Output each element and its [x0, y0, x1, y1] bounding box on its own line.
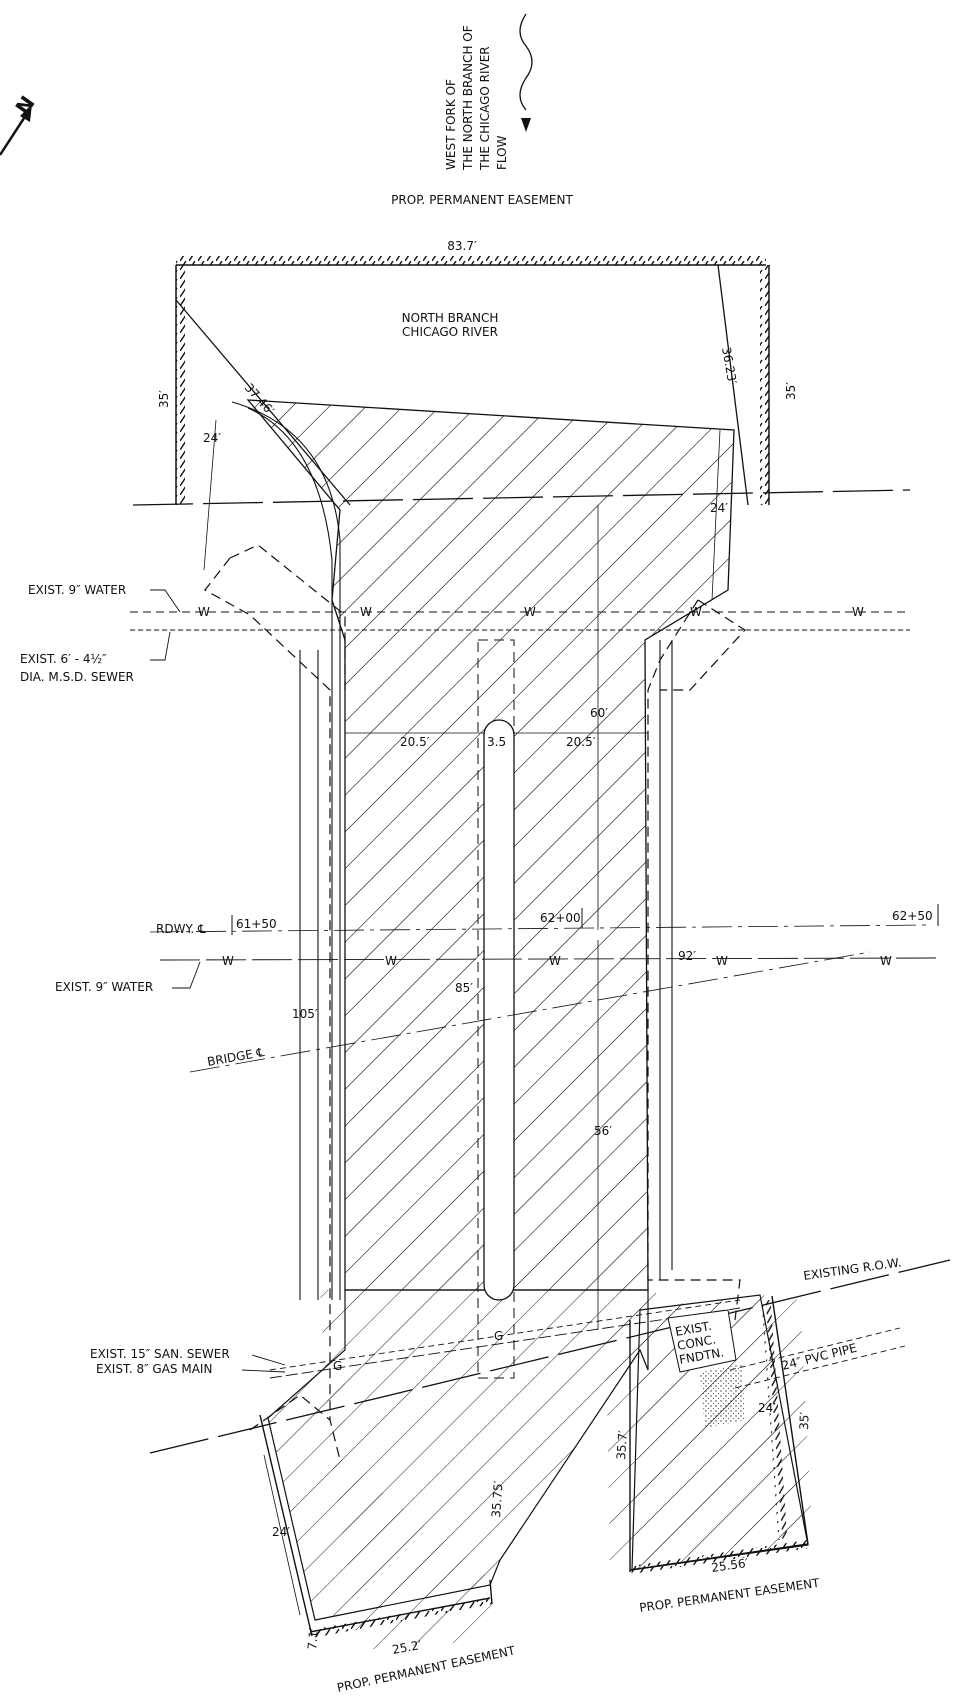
w-marker: W	[198, 605, 210, 619]
label-san-sewer: EXIST. 15″ SAN. SEWER	[90, 1347, 230, 1361]
utility-lines	[130, 611, 941, 1379]
median-dashed	[477, 639, 515, 1379]
river-name-line-2: CHICAGO RIVER	[402, 325, 498, 339]
river-label: WEST FORK OF THE NORTH BRANCH OF THE CHI…	[444, 25, 509, 171]
roadway-centerline-label: RDWY. ℄	[156, 922, 206, 936]
dim-right-24: 24′	[710, 501, 728, 515]
dim-right-35: 35′	[784, 382, 798, 400]
row-lines	[132, 489, 951, 1454]
w-marker: W	[880, 954, 892, 968]
river-line-4: FLOW	[495, 135, 509, 170]
w-marker: W	[852, 605, 864, 619]
dim-bottom-right-width: 25.56′	[710, 1556, 749, 1575]
bottom-left-easement-label: PROP. PERMANENT EASEMENT	[336, 1643, 517, 1695]
dim-60: 60′	[590, 706, 608, 720]
dim-bottom-left-7: 7.1′	[305, 1627, 321, 1650]
station-61-50: 61+50	[236, 917, 277, 931]
label-sewer-line-1: EXIST. 6′ - 4½″	[20, 652, 107, 666]
bridge-centerline-label: BRIDGE ℄	[206, 1045, 266, 1069]
station-62-50: 62+50	[892, 909, 933, 923]
river-line-1: WEST FORK OF	[444, 79, 458, 170]
dim-median-width: 3.5	[487, 735, 506, 749]
pvc-pipe-dashed	[729, 1327, 906, 1389]
label-water-top: EXIST. 9″ WATER	[28, 583, 126, 597]
top-easement-label: PROP. PERMANENT EASEMENT	[391, 193, 573, 207]
w-marker: W	[549, 954, 561, 968]
w-marker: W	[716, 954, 728, 968]
water-markers: W W W W W W W W W W G G	[198, 605, 892, 1373]
dim-bottom-right-35: 35′	[797, 1411, 812, 1430]
dim-right-half-width: 20.5′	[566, 735, 596, 749]
dim-85: 85′	[455, 981, 473, 995]
median-barrier	[483, 719, 515, 1301]
w-marker: W	[385, 954, 397, 968]
g-marker: G	[333, 1359, 342, 1373]
river-line-2: THE NORTH BRANCH OF	[461, 25, 475, 171]
river-name-line-1: NORTH BRANCH	[402, 311, 499, 325]
w-marker: W	[360, 605, 372, 619]
existing-foundation: EXIST. CONC. FNDTN.	[667, 1309, 745, 1428]
bottom-right-easement-label: PROP. PERMANENT EASEMENT	[638, 1576, 820, 1615]
north-letter: N	[10, 91, 39, 118]
dim-bottom-left-width: 25.2′	[391, 1638, 423, 1657]
label-sewer-line-2: DIA. M.S.D. SEWER	[20, 670, 134, 684]
river-line-3: THE CHICAGO RIVER	[478, 46, 492, 171]
station-62-00: 62+00	[540, 911, 581, 925]
w-marker: W	[690, 605, 702, 619]
dim-35-7: 35.7′	[614, 1430, 630, 1461]
label-water-mid: EXIST. 9″ WATER	[55, 980, 153, 994]
w-marker: W	[524, 605, 536, 619]
dim-left-35: 35′	[157, 390, 171, 408]
dim-bottom-right-24: 24′	[758, 1401, 776, 1415]
north-arrow-icon: N	[0, 91, 40, 156]
dim-56: 56′	[594, 1124, 612, 1138]
dim-top-width: 83.7′	[447, 239, 477, 253]
curb-lines	[231, 401, 673, 1300]
g-marker: G	[494, 1329, 503, 1343]
foundation-line-1: EXIST.	[674, 1319, 713, 1339]
dim-left-24: 24′	[203, 431, 221, 445]
foundation-line-2: CONC.	[676, 1332, 717, 1353]
existing-row-label: EXISTING R.O.W.	[802, 1255, 902, 1283]
w-marker: W	[222, 954, 234, 968]
dim-92: 92′	[678, 949, 696, 963]
dim-35-75: 35.75′	[489, 1480, 506, 1518]
abutment-dashed-outlines	[204, 544, 746, 1461]
flow-arrow-icon	[519, 13, 533, 132]
dim-right-diagonal: 36.23′	[719, 346, 739, 385]
dim-105: 105′	[292, 1007, 318, 1021]
bottom-easement-boundary	[259, 1295, 810, 1638]
label-gas-main: EXIST. 8″ GAS MAIN	[96, 1362, 212, 1376]
dim-left-half-width: 20.5′	[400, 735, 430, 749]
